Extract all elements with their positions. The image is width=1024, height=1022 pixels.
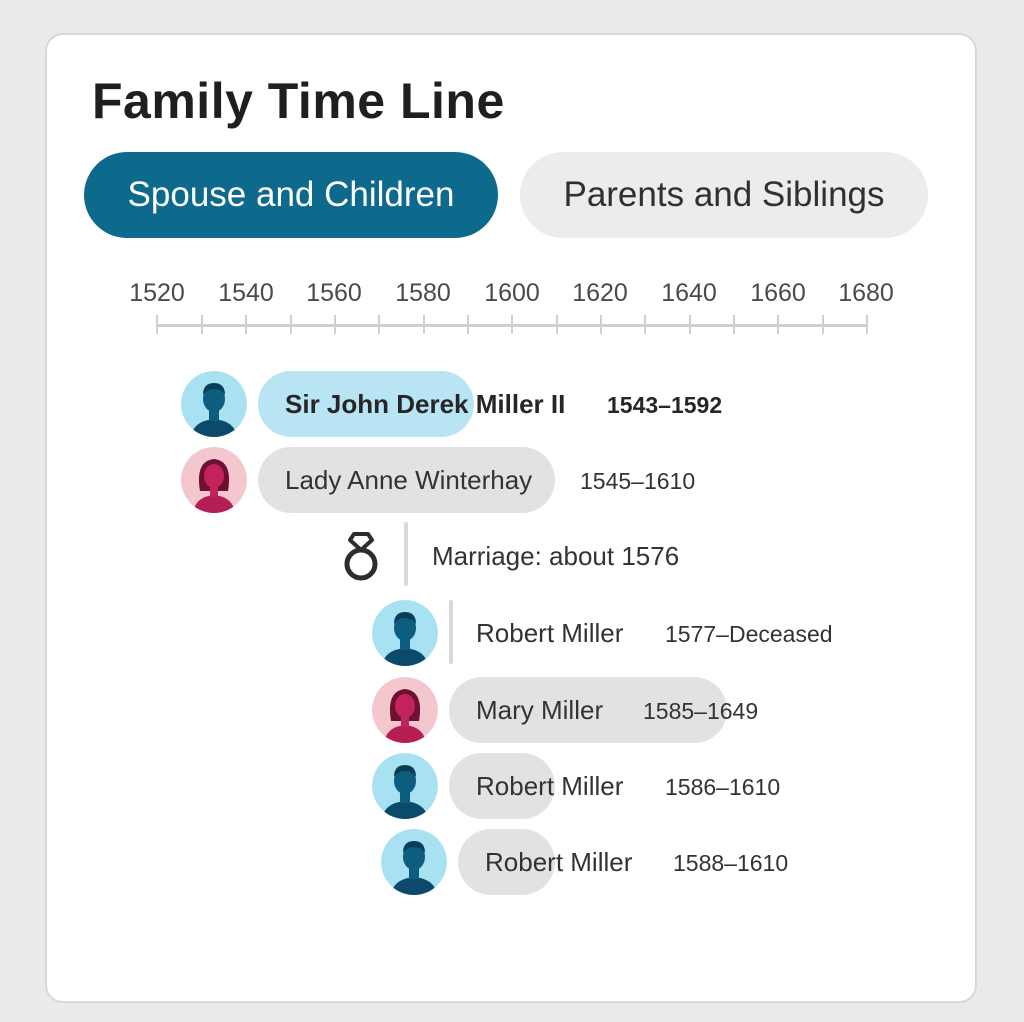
axis-tick: [201, 315, 203, 334]
lifespan-marker: [449, 600, 453, 664]
axis-tick: [467, 315, 469, 334]
axis-label: 1540: [218, 279, 274, 307]
axis-label: 1680: [838, 279, 894, 307]
person-dates: 1545–1610: [580, 468, 696, 494]
child-dates: 1577–Deceased: [665, 621, 833, 647]
axis-tick: [334, 315, 336, 334]
lifespan-bar[interactable]: [458, 829, 555, 895]
lifespan-bar[interactable]: [258, 371, 474, 437]
axis-tick: [556, 315, 558, 334]
child-name: Robert Miller: [476, 771, 624, 801]
child-dates: 1585–1649: [643, 698, 759, 724]
male-avatar-icon[interactable]: [372, 753, 438, 819]
female-avatar-icon[interactable]: [372, 677, 438, 743]
child-dates: 1588–1610: [673, 850, 789, 876]
axis-tick: [822, 315, 824, 334]
male-avatar-icon[interactable]: [372, 600, 438, 666]
marriage-text: Marriage: about 1576: [432, 541, 680, 571]
lifespan-bar[interactable]: [449, 677, 727, 743]
axis-label: 1660: [750, 279, 806, 307]
axis-tick: [689, 315, 691, 334]
child-name: Mary Miller: [476, 695, 604, 725]
male-avatar-icon[interactable]: [181, 371, 247, 437]
axis-label: 1640: [661, 279, 717, 307]
axis-tick: [777, 315, 779, 334]
lifespan-bar[interactable]: [258, 447, 555, 513]
axis-tick: [866, 315, 868, 334]
page-title: Family Time Line: [92, 73, 505, 129]
axis-tick: [245, 315, 247, 334]
ring-icon: [338, 530, 384, 584]
axis-tick: [644, 315, 646, 334]
axis-tick: [511, 315, 513, 334]
axis-tick: [733, 315, 735, 334]
child-name: Robert Miller: [485, 847, 633, 877]
axis-tick: [423, 315, 425, 334]
person-dates: 1543–1592: [607, 392, 723, 418]
male-avatar-icon[interactable]: [381, 829, 447, 895]
axis-label: 1620: [572, 279, 628, 307]
axis-tick: [600, 315, 602, 334]
child-dates: 1586–1610: [665, 774, 781, 800]
axis-label: 1580: [395, 279, 451, 307]
female-avatar-icon[interactable]: [181, 447, 247, 513]
axis-label: 1600: [484, 279, 540, 307]
child-name: Robert Miller: [476, 618, 624, 648]
axis-tick: [290, 315, 292, 334]
person-name: Sir John Derek Miller II: [285, 389, 566, 419]
axis-tick: [156, 315, 158, 334]
tab-spouse-and-children[interactable]: Spouse and Children: [84, 152, 498, 238]
tab-parents-and-siblings[interactable]: Parents and Siblings: [520, 152, 928, 238]
lifespan-bar[interactable]: [449, 753, 555, 819]
marriage-divider: [404, 522, 408, 586]
axis-label: 1560: [306, 279, 362, 307]
person-name: Lady Anne Winterhay: [285, 465, 533, 495]
axis-label: 1520: [129, 279, 185, 307]
axis-tick: [378, 315, 380, 334]
